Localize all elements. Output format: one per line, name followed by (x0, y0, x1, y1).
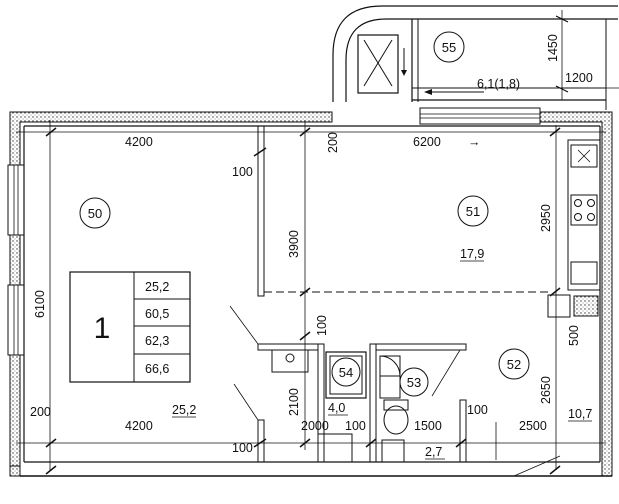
toilet-icon (383, 399, 409, 411)
dim-bathroom-width: 2000 (301, 419, 329, 433)
dim-kitchen-depth: 2950 (539, 204, 553, 232)
dim-hall-width: 2500 (519, 419, 547, 433)
dim-wall-200: 200 (30, 405, 51, 419)
room-number: 53 (407, 375, 421, 390)
dim-wc-width: 1500 (414, 419, 442, 433)
room-area: 17,9 (460, 247, 484, 261)
room-number: 55 (442, 40, 456, 55)
dim-balcony-width: 1200 (565, 71, 593, 85)
dim-wall-200: 200 (326, 132, 340, 153)
sink-icon (570, 144, 598, 168)
balcony: 55 6,1(1,8) 1450 1200 (332, 5, 619, 110)
dim-bottom-left: 4200 (125, 419, 153, 433)
apartment-summary: 1 25,2 60,5 62,3 66,6 (69, 271, 191, 383)
room-area: 10,7 (568, 407, 592, 421)
fridge-icon (570, 261, 598, 285)
room-number: 50 (88, 206, 102, 221)
room-number: 54 (339, 365, 353, 380)
room-area: 4,0 (328, 401, 345, 415)
kitchen-equipment (547, 139, 601, 318)
room-marker-52 (498, 348, 530, 380)
dim-bath-depth: 2100 (287, 388, 301, 416)
room-marker-55 (433, 31, 465, 63)
dim-wall-100: 100 (315, 315, 329, 336)
dim-wall-500: 500 (567, 325, 581, 346)
stove-icon (570, 194, 598, 226)
room-marker-50 (79, 197, 111, 229)
summary-area: 62,3 (145, 334, 169, 348)
room-marker-54 (399, 367, 429, 397)
apartment-number: 1 (94, 312, 111, 345)
room-number: 52 (507, 357, 521, 372)
washbasin-icon (271, 349, 309, 373)
partitions (229, 125, 561, 477)
dim-hall-depth: 2650 (539, 376, 553, 404)
dim-wall-100: 100 (232, 165, 253, 179)
boiler-icon (357, 34, 399, 94)
summary-area: 25,2 (145, 280, 169, 294)
exterior-walls (7, 107, 613, 477)
dimension-lines (16, 120, 606, 475)
bath-icon (325, 351, 367, 399)
arrow-left-icon (424, 89, 432, 95)
room-marker-51 (457, 195, 489, 227)
room-area: 2,7 (425, 445, 442, 459)
room-number: 51 (466, 204, 480, 219)
dim-top-right: 6200 (413, 135, 441, 149)
room-marker-53 (331, 357, 361, 387)
dim-top-left: 4200 (125, 135, 153, 149)
dim-wall-100: 100 (232, 441, 253, 455)
dim-wall-100: 100 (467, 403, 488, 417)
dim-balcony-depth: 1450 (546, 34, 560, 62)
dim-room-depth: 6100 (33, 290, 47, 318)
dim-partition-height: 3900 (287, 230, 301, 258)
room-area: 25,2 (172, 403, 196, 417)
room-area: 6,1(1,8) (477, 77, 520, 91)
bathroom-fixtures: 54 (271, 349, 409, 463)
arrow-right-icon: → (468, 135, 481, 149)
summary-area: 60,5 (145, 307, 169, 321)
summary-area: 66,6 (145, 362, 169, 376)
dim-wall-100: 100 (345, 419, 366, 433)
